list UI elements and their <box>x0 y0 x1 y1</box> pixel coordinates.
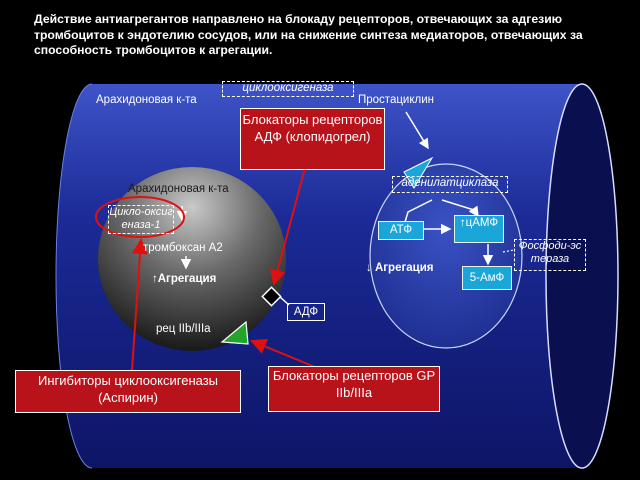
amp5-box: 5-АмФ <box>462 266 512 290</box>
adp-receptor-icon <box>261 286 282 307</box>
gp-blocker-arrow <box>250 338 323 371</box>
adenylate-cyclase-wedge <box>403 156 434 189</box>
vessel-cyclooxygenase-label: циклооксигеназа <box>222 81 354 97</box>
adp-label: АДФ <box>287 303 325 321</box>
vessel-opening <box>545 83 619 469</box>
endothelial-cell <box>369 163 523 349</box>
cox1-label: Цикло-оксигеназа-1 <box>108 205 174 234</box>
gp-blockers-callout: Блокаторы рецепторов GP IIb/IIIa <box>268 366 440 412</box>
vessel-left-edge <box>55 83 93 469</box>
vessel-arachidonic-label: Арахидоновая к-та <box>96 94 197 106</box>
vessel-prostacyclin-label: Простациклин <box>358 94 434 106</box>
adenylate-cyclase-label: аденилатциклаза <box>392 176 508 193</box>
gp-receptor-label: рец IIb/IIIa <box>156 323 211 335</box>
adp-blockers-callout: Блокаторы рецепторов АДФ (клопидогрел) <box>240 108 385 170</box>
endothelial-aggregation-label: ↓ Агрегация <box>366 262 434 274</box>
camp-box: ↑цАМФ <box>454 215 504 243</box>
atp-box: АТФ <box>378 221 424 240</box>
cox-inhibitor-arrow <box>131 238 149 371</box>
adp-blocker-arrow <box>269 167 306 286</box>
gp-receptor-icon <box>220 320 249 345</box>
phosphodiesterase-label: Фосфоди-эстераза <box>514 239 586 271</box>
platelet-cell <box>98 167 286 351</box>
platelet-aggregation-label: ↑Агрегация <box>152 273 217 285</box>
ac-to-atp-line <box>404 199 433 223</box>
platelet-arachidonic-label: Арахидоновая к-та <box>128 183 229 195</box>
cox-inhibitors-callout: Ингибиторы циклооксигеназы (Аспирин) <box>15 370 241 413</box>
pde-connector <box>502 249 515 253</box>
ac-to-camp-line <box>441 199 479 218</box>
cox1-highlight <box>95 196 185 238</box>
header-text: Действие антиагрегантов направлено на бл… <box>34 12 583 57</box>
thromboxane-label: тромбоксан А2 <box>143 242 223 254</box>
prostacyclin-arrow <box>405 111 429 150</box>
